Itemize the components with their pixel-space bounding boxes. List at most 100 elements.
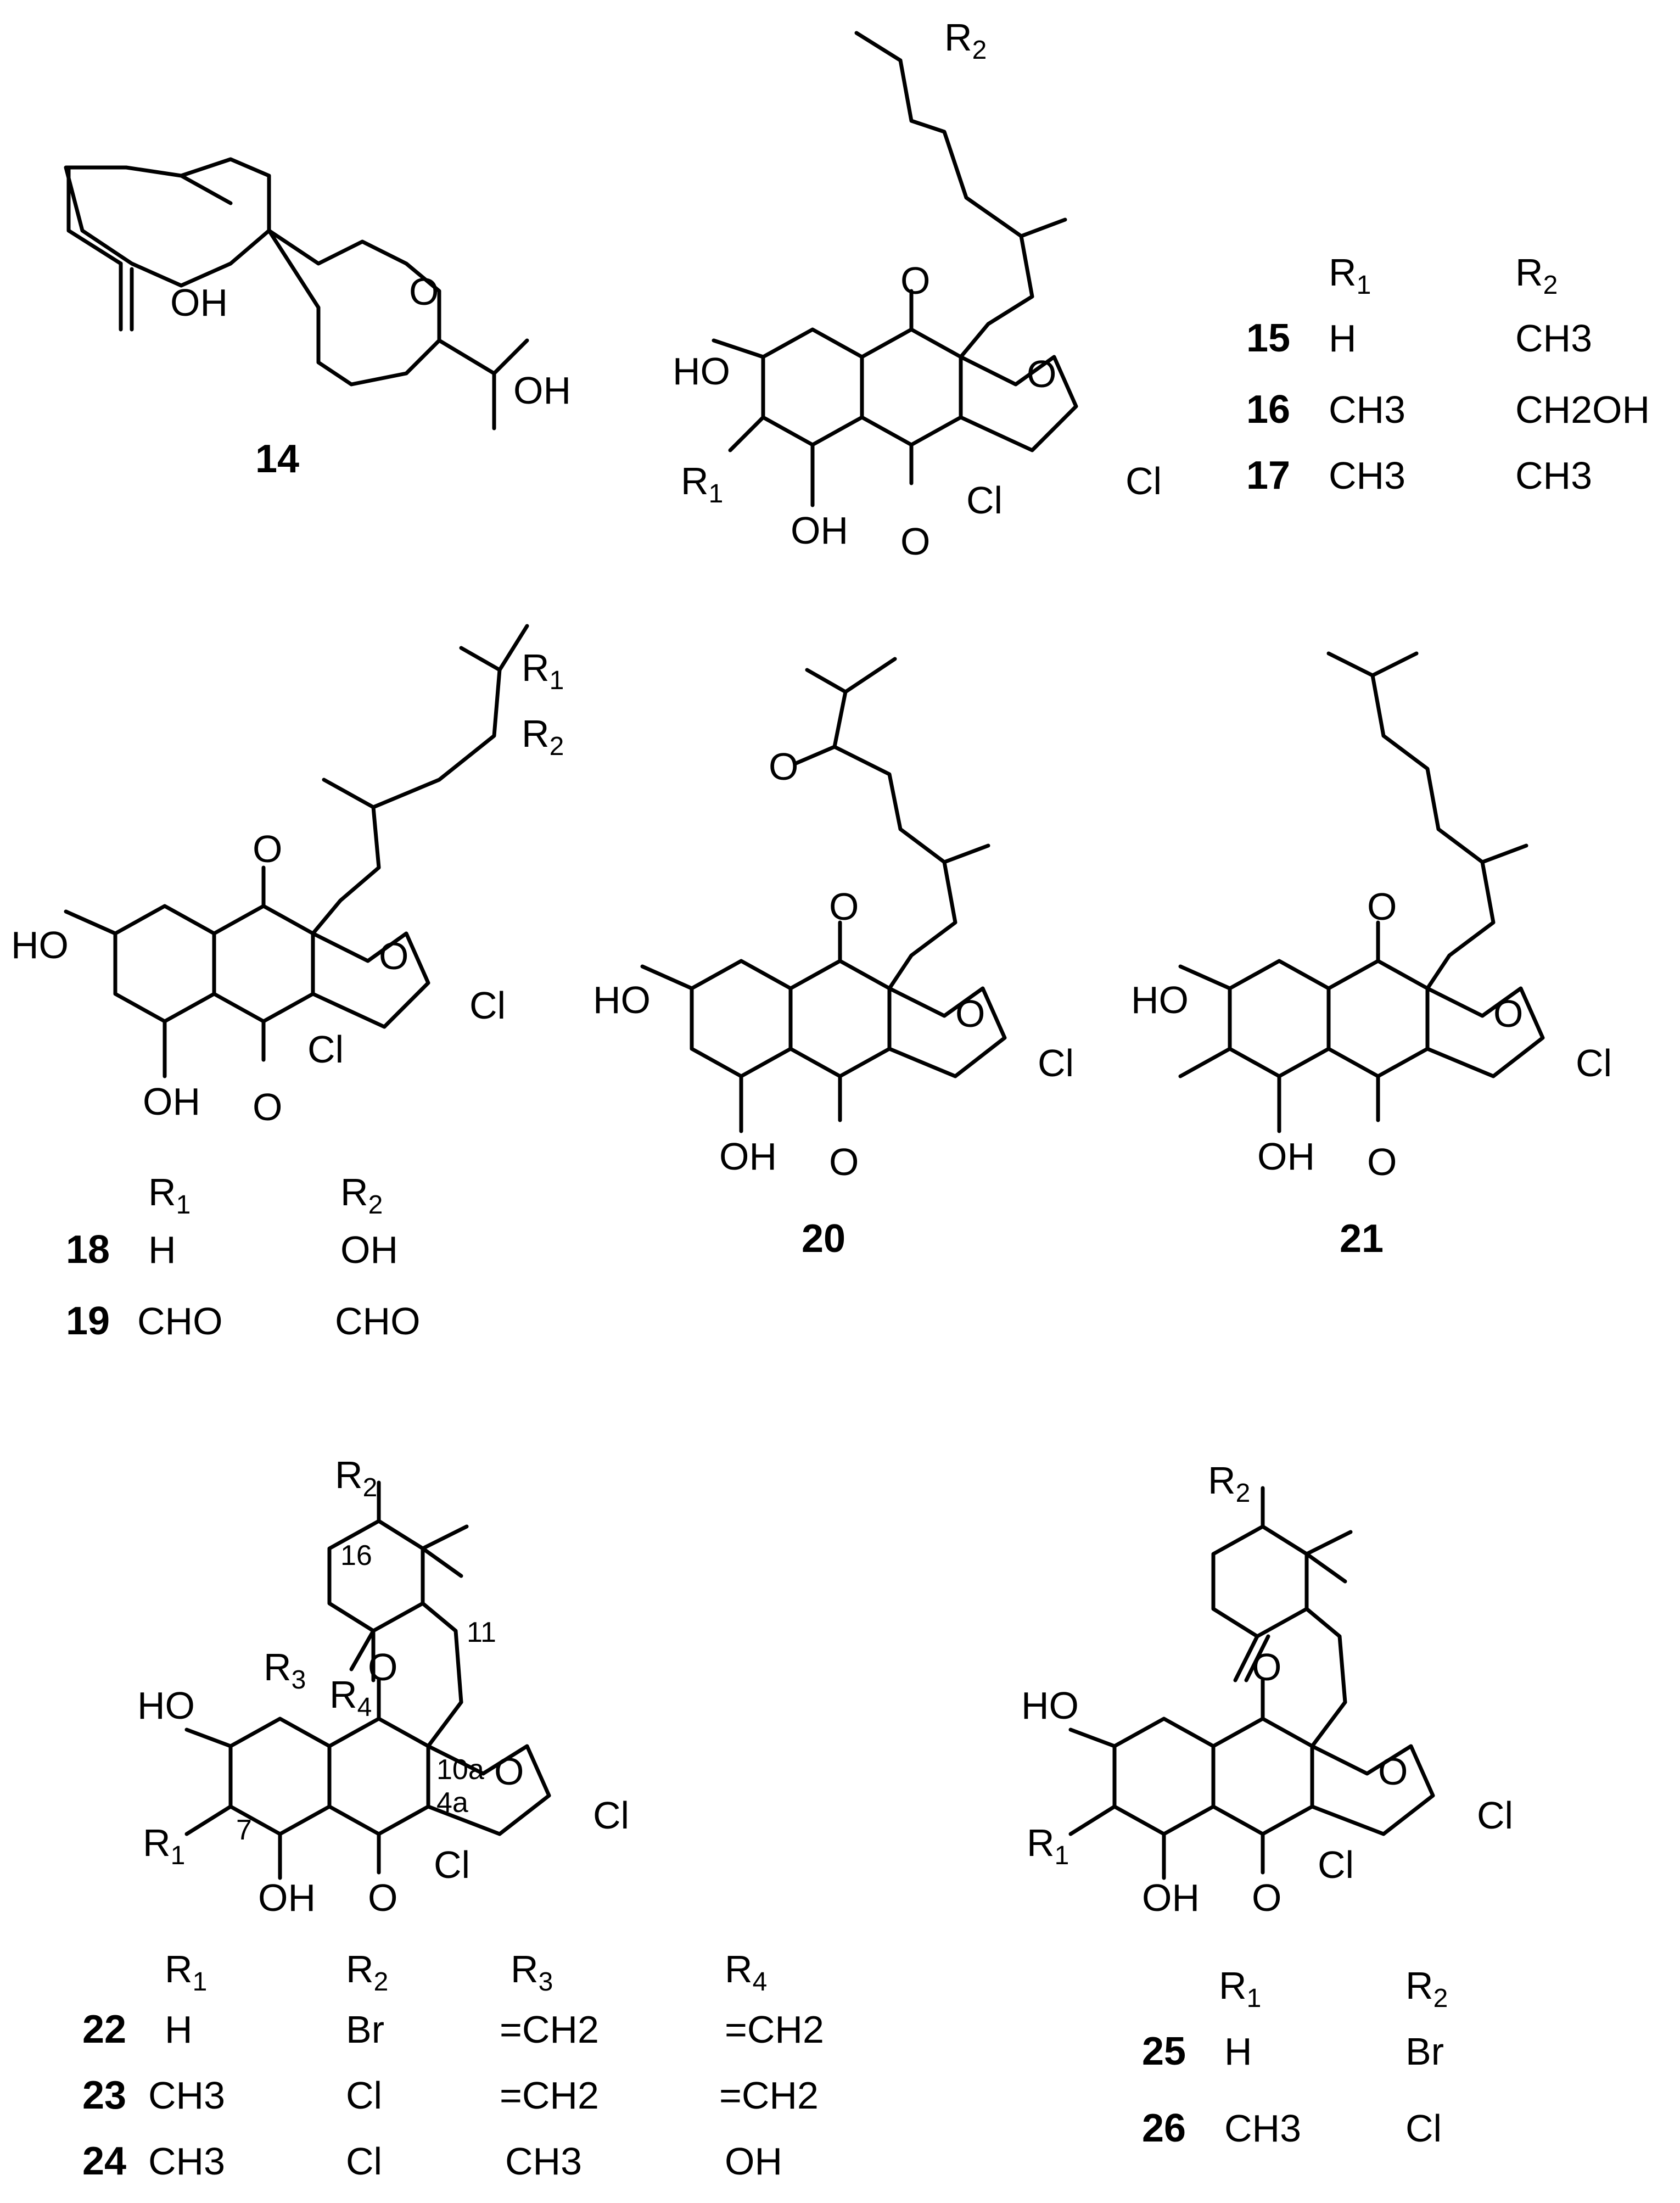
compound-number-26: 26 xyxy=(1142,2106,1186,2150)
r1-value-15: H xyxy=(1329,317,1357,360)
r2-value-24: Cl xyxy=(346,2140,382,2183)
r1-header-25: R1 xyxy=(1219,1964,1261,2013)
cl-label-18b: Cl xyxy=(469,984,506,1027)
oh-label-15: OH xyxy=(791,509,848,552)
compound-number-20: 20 xyxy=(802,1217,845,1261)
compound-number-21: 21 xyxy=(1340,1217,1384,1261)
r3-value-23: =CH2 xyxy=(500,2074,599,2117)
o-label-20c: O xyxy=(955,992,985,1035)
r1-label-25: R1 xyxy=(1027,1821,1069,1870)
ho-label-22: HO xyxy=(137,1684,195,1727)
r2-label-25: R2 xyxy=(1208,1459,1250,1508)
r2-value-15: CH3 xyxy=(1515,317,1592,360)
o-label-25a: O xyxy=(1252,1646,1281,1688)
r2-label-18: R2 xyxy=(522,712,564,761)
pos-label-7: 7 xyxy=(236,1814,252,1846)
oh-label-14b: OH xyxy=(513,369,571,412)
compound-number-22: 22 xyxy=(82,2008,126,2051)
ho-label-18: HO xyxy=(11,924,69,966)
r1-value-17: CH3 xyxy=(1329,454,1405,497)
r1-value-26: CH3 xyxy=(1224,2107,1301,2150)
compound-number-23: 23 xyxy=(82,2073,126,2117)
structure-22-24 xyxy=(184,1480,551,1880)
o-label-15a: O xyxy=(900,259,930,302)
r2-value-16: CH2OH xyxy=(1515,388,1650,431)
compound-number-24: 24 xyxy=(82,2139,126,2183)
r2-label-15: R2 xyxy=(944,16,987,65)
o-label-15b: O xyxy=(900,520,930,563)
o-label-15c: O xyxy=(1027,353,1056,395)
r3-label-22: R3 xyxy=(264,1646,306,1695)
r4-header-22: R4 xyxy=(725,1948,767,1997)
structure-14 xyxy=(64,157,529,430)
structure-15-17 xyxy=(712,31,1078,507)
ho-label-25: HO xyxy=(1021,1684,1079,1727)
r2-value-23: Cl xyxy=(346,2074,382,2117)
o-label-25c: O xyxy=(1378,1750,1408,1793)
r3-value-24: CH3 xyxy=(505,2140,582,2183)
r2-value-19: CHO xyxy=(335,1300,421,1343)
structure-20 xyxy=(640,657,1007,1133)
o-label-20b: O xyxy=(829,1140,859,1183)
o-label-25b: O xyxy=(1252,1876,1281,1919)
cl-label-25a: Cl xyxy=(1318,1843,1354,1886)
r1-value-23: CH3 xyxy=(148,2074,225,2117)
r1-value-25: H xyxy=(1224,2030,1252,2073)
o-label-22c: O xyxy=(494,1750,524,1793)
r1-label-15: R1 xyxy=(681,460,723,508)
ho-label-20: HO xyxy=(593,979,651,1021)
o-label-21c: O xyxy=(1493,992,1523,1035)
r1-label-18: R1 xyxy=(522,646,564,695)
oh-label-14a: OH xyxy=(170,281,228,324)
r3-value-22: =CH2 xyxy=(500,2008,599,2051)
r2-header-22: R2 xyxy=(346,1948,388,1997)
o-label-18a: O xyxy=(253,827,282,870)
ho-label-21: HO xyxy=(1131,979,1189,1021)
pos-label-16: 16 xyxy=(340,1540,372,1572)
r2-value-18: OH xyxy=(340,1228,398,1271)
r2-value-26: Cl xyxy=(1405,2107,1442,2150)
o-label-14: O xyxy=(409,270,439,313)
cl-label-20: Cl xyxy=(1038,1042,1074,1084)
o-label-22b: O xyxy=(368,1876,397,1919)
o-label-21b: O xyxy=(1367,1140,1397,1183)
r2-value-17: CH3 xyxy=(1515,454,1592,497)
cl-label-22b: Cl xyxy=(593,1794,629,1837)
r4-value-22: =CH2 xyxy=(725,2008,824,2051)
cl-label-18a: Cl xyxy=(307,1028,344,1071)
o-label-21a: O xyxy=(1367,885,1397,928)
oh-label-20: OH xyxy=(719,1135,777,1178)
r4-label-22: R4 xyxy=(329,1673,372,1722)
pos-label-11: 11 xyxy=(467,1617,496,1648)
compound-number-17: 17 xyxy=(1246,454,1290,497)
r2-value-22: Br xyxy=(346,2008,384,2051)
r1-value-19: CHO xyxy=(137,1300,223,1343)
r2-header-15: R2 xyxy=(1515,251,1558,300)
oh-label-25: OH xyxy=(1142,1876,1200,1919)
r1-value-22: H xyxy=(165,2008,193,2051)
r1-header-15: R1 xyxy=(1329,251,1371,300)
structure-25-26 xyxy=(1068,1486,1435,1880)
o-label-22a: O xyxy=(368,1646,397,1688)
compound-number-19: 19 xyxy=(66,1299,110,1343)
oh-label-21: OH xyxy=(1257,1135,1315,1178)
ho-label-15: HO xyxy=(673,350,730,393)
pos-label-10a: 10a xyxy=(436,1754,484,1786)
r1-value-18: H xyxy=(148,1228,176,1271)
r3-header-22: R3 xyxy=(511,1948,553,1997)
r2-label-22: R2 xyxy=(335,1453,377,1502)
pos-label-4a: 4a xyxy=(436,1787,468,1819)
compound-number-25: 25 xyxy=(1142,2029,1186,2073)
r1-value-16: CH3 xyxy=(1329,388,1405,431)
cl-label-15b: Cl xyxy=(1125,460,1162,502)
r1-label-22: R1 xyxy=(143,1821,185,1870)
compound-number-15: 15 xyxy=(1246,316,1290,360)
r1-header-22: R1 xyxy=(165,1948,207,1997)
cl-label-22a: Cl xyxy=(434,1843,470,1886)
structure-21 xyxy=(1178,651,1545,1133)
oh-label-22: OH xyxy=(258,1876,316,1919)
o-label-20a: O xyxy=(829,885,859,928)
r1-header-18: R1 xyxy=(148,1171,191,1220)
r2-value-25: Br xyxy=(1405,2030,1444,2073)
